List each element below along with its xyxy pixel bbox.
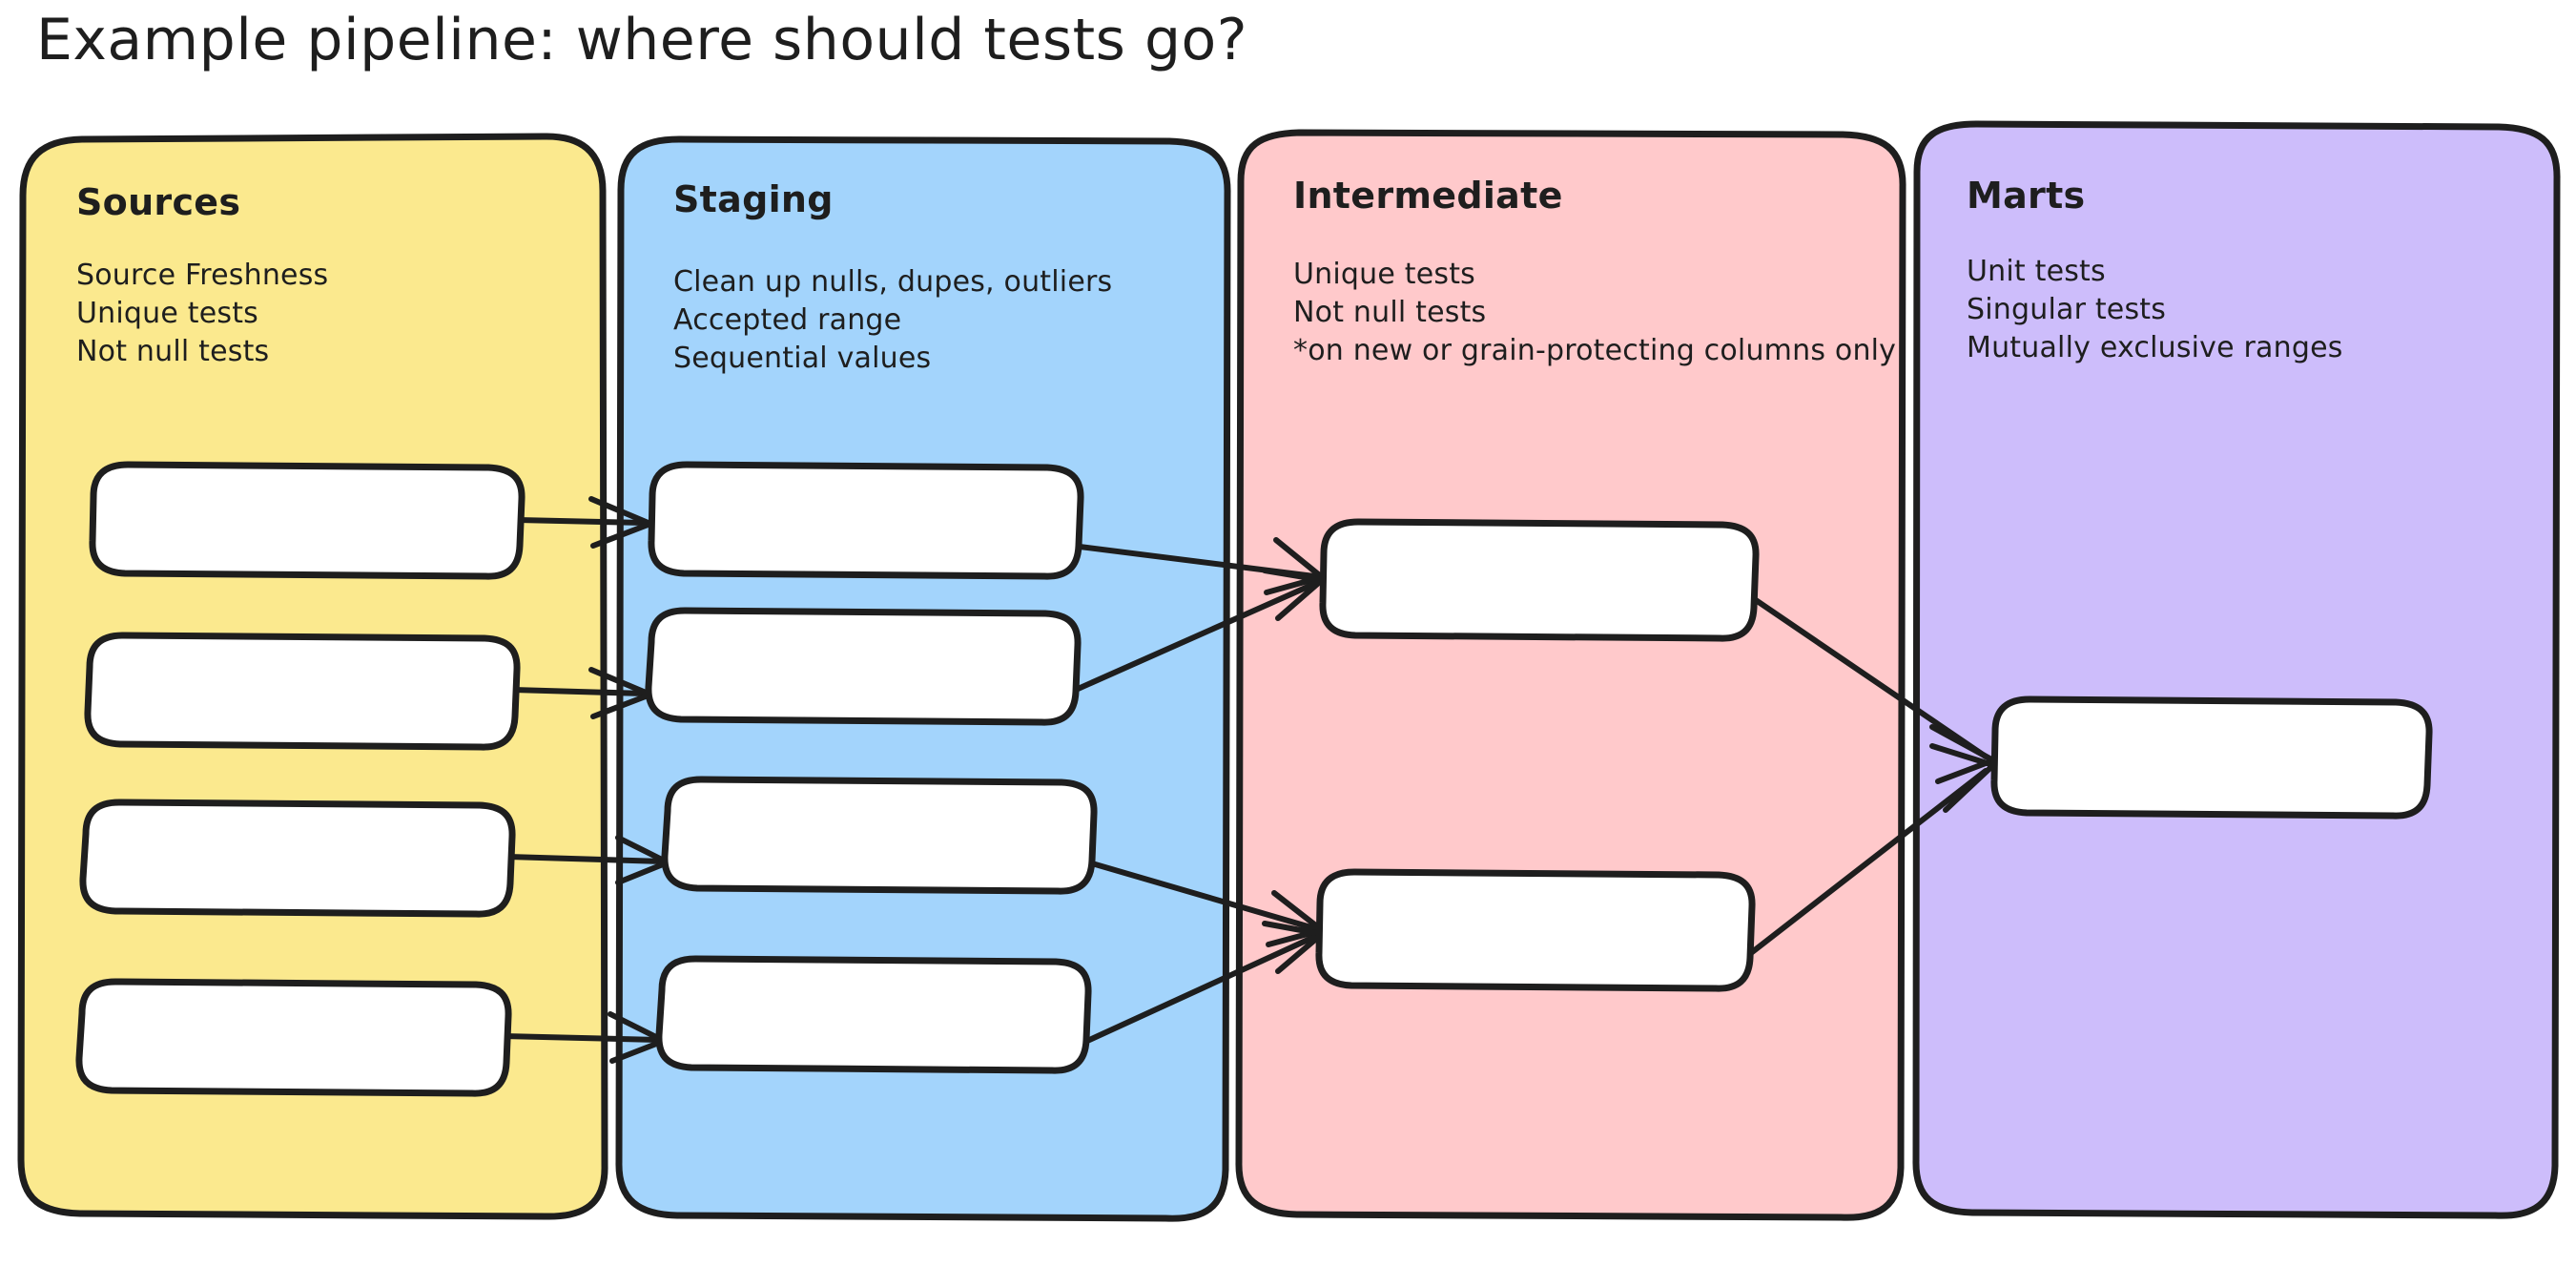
node-stg-3[interactable]: [661, 776, 1098, 895]
node-mart-1[interactable]: [1990, 695, 2433, 820]
node-node-int-1[interactable]: [1319, 518, 1760, 642]
lane-staging-line-1: Clean up nulls, dupes, outliers: [673, 265, 1112, 299]
lane-intermediate-line-3: *on new or grain-protecting columns only: [1293, 334, 1896, 367]
lane-staging-title: Staging: [673, 178, 834, 220]
lane-intermediate[interactable]: Intermediate Unique tests Not null tests…: [1235, 129, 1906, 1221]
node-stg-2[interactable]: [645, 607, 1082, 726]
node-src-3[interactable]: [79, 799, 516, 918]
lane-sources-line-1: Source Freshness: [76, 259, 328, 292]
lane-marts-title: Marts: [1967, 175, 2085, 217]
lane-sources-line-2: Unique tests: [76, 297, 258, 330]
edge-layer: [501, 496, 1996, 1064]
lane-sources-title: Sources: [76, 181, 240, 223]
page-title: Example pipeline: where should tests go?: [36, 7, 1247, 73]
lane-staging-line-2: Accepted range: [673, 303, 901, 337]
node-src-2[interactable]: [84, 632, 521, 751]
lane-marts-body: [1912, 120, 2561, 1219]
lane-marts-line-3: Mutually exclusive ranges: [1967, 331, 2343, 364]
node-stg-1[interactable]: [648, 461, 1084, 580]
lane-intermediate-title: Intermediate: [1293, 175, 1563, 217]
lane-marts-line-1: Unit tests: [1967, 255, 2106, 288]
node-src-4[interactable]: [75, 978, 512, 1097]
node-layer: [75, 461, 2433, 1097]
lane-intermediate-line-1: Unique tests: [1293, 258, 1475, 291]
lane-staging-line-3: Sequential values: [673, 342, 931, 375]
node-node-int-2[interactable]: [1315, 868, 1756, 992]
lane-sources-line-3: Not null tests: [76, 335, 269, 368]
lane-marts-line-2: Singular tests: [1967, 293, 2166, 326]
lane-marts[interactable]: Marts Unit tests Singular tests Mutually…: [1912, 120, 2561, 1219]
node-src-1[interactable]: [89, 461, 526, 580]
node-stg-4[interactable]: [655, 955, 1092, 1074]
lane-intermediate-line-2: Not null tests: [1293, 296, 1486, 329]
